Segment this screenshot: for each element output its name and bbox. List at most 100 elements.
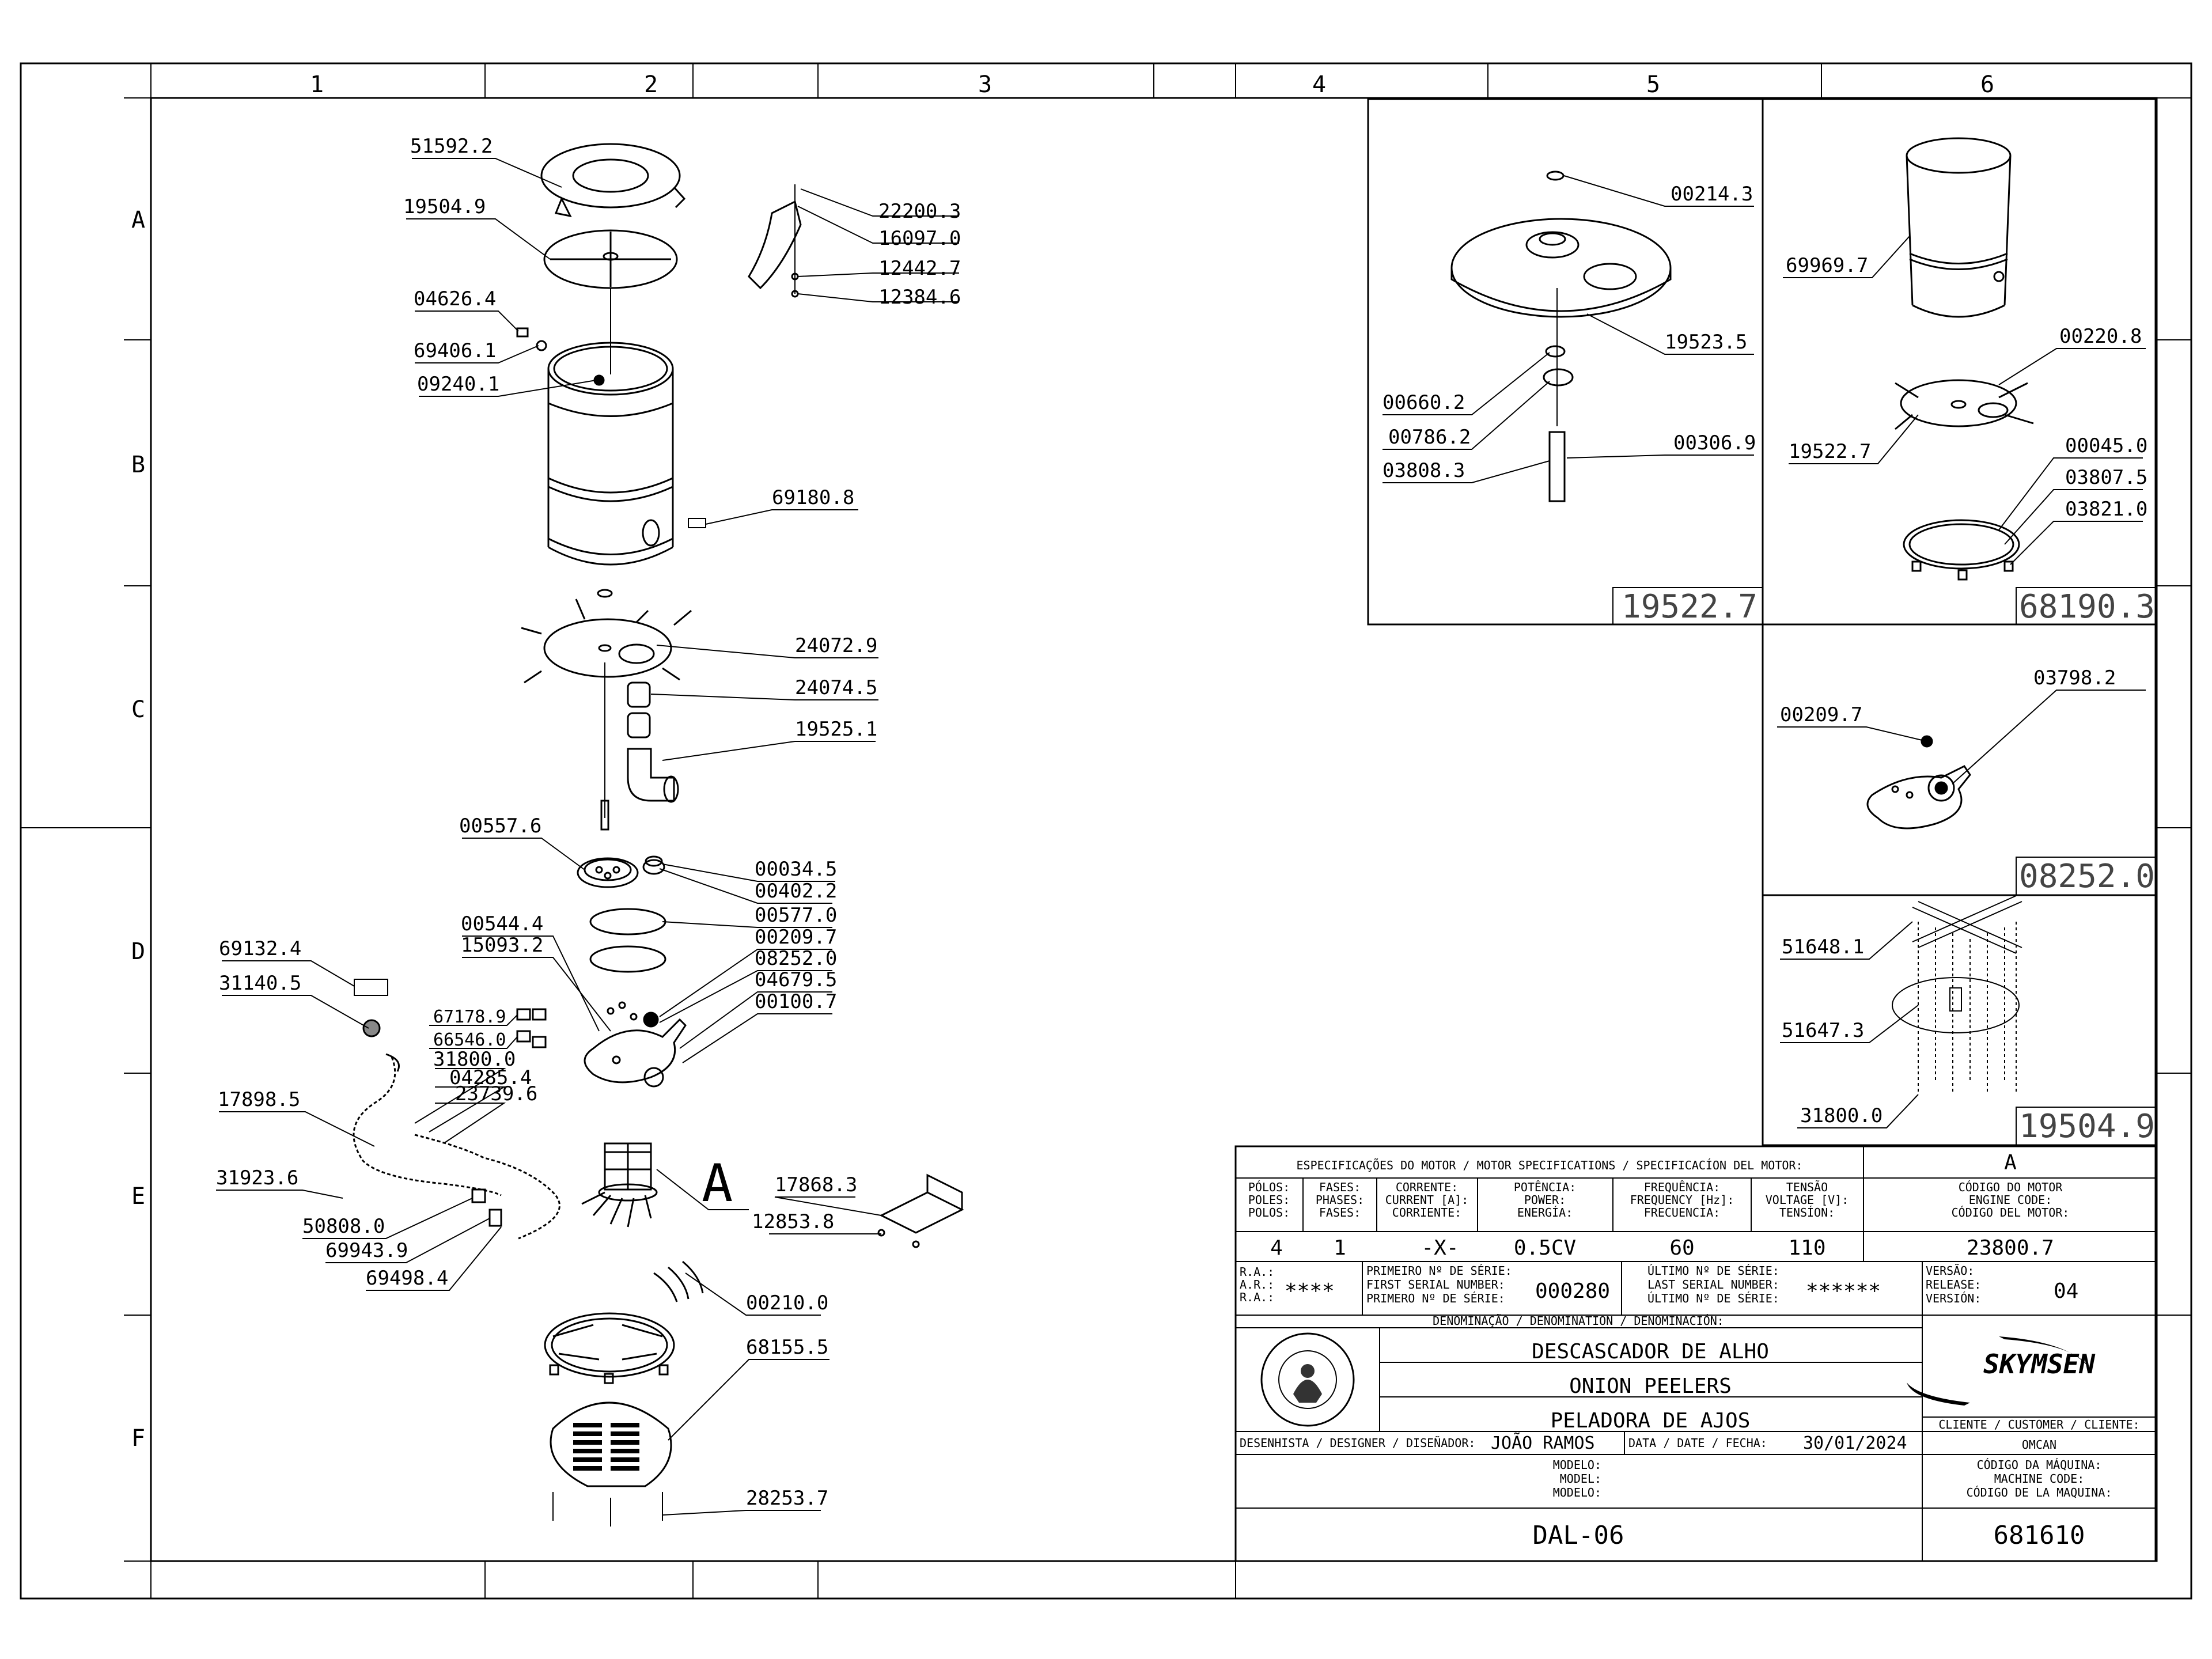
spec-label: CORRENTE: (1396, 1180, 1458, 1194)
machine-code-label: CÓDIGO DA MÁQUINA: (1977, 1458, 2102, 1472)
part-label: 23739.6 (455, 1082, 537, 1105)
part-label: 31140.5 (219, 972, 301, 995)
part-label: 00210.0 (746, 1291, 828, 1315)
spec-label: CORRIENTE: (1392, 1206, 1461, 1219)
part-label: 00306.9 (1673, 431, 1756, 454)
date-label: DATA / DATE / FECHA: (1628, 1436, 1767, 1450)
spec-value: 23800.7 (1967, 1236, 2054, 1260)
detail-08252: 08252.0 00209.7 03798.2 (1762, 623, 2157, 896)
outer-border (20, 62, 2192, 1600)
part-label: 51647.3 (1782, 1019, 1864, 1042)
part-label: 66546.0 (433, 1030, 506, 1050)
part-label: 31800.0 (433, 1048, 516, 1071)
spec-label: FRECUENCIA: (1644, 1206, 1720, 1219)
spec-label: POWER: (1524, 1193, 1566, 1207)
part-label: 03807.5 (2065, 466, 2147, 489)
ra-label: R.A.: (1240, 1290, 1274, 1304)
spec-label: POLES: (1248, 1193, 1290, 1207)
part-label: 12442.7 (878, 257, 961, 280)
col-label: 6 (1980, 71, 1994, 98)
spec-label: CÓDIGO DEL MOTOR: (1952, 1206, 2070, 1219)
detail-68190: 68190.3 69969.7 00220.8 (1762, 98, 2157, 626)
part-label: 04285.4 (449, 1066, 532, 1089)
spec-label: FASES: (1319, 1180, 1361, 1194)
exploded-view (353, 143, 964, 1527)
part-label: 24074.5 (795, 676, 877, 699)
brand-logo: SKYMSEN (1907, 1336, 2096, 1406)
model-label: MODELO: (1553, 1486, 1601, 1499)
part-label: 50808.0 (302, 1215, 385, 1238)
part-label: 51648.1 (1782, 935, 1864, 959)
last-serial-label: ÚLTIMO Nº DE SÉRIE: (1647, 1264, 1779, 1278)
col-label: 4 (1312, 71, 1326, 98)
version-label: VERSIÓN: (1926, 1291, 1981, 1305)
part-label: 08252.0 (755, 947, 837, 970)
first-serial-value: 000280 (1535, 1279, 1610, 1303)
inner-border (150, 97, 2158, 1562)
part-label: 24072.9 (795, 634, 877, 657)
part-label: 17898.5 (218, 1088, 300, 1111)
part-label: 31800.0 (1800, 1104, 1883, 1127)
client-label: CLIENTE / CUSTOMER / CLIENTE: (1938, 1418, 2139, 1431)
spec-label: CÓDIGO DO MOTOR (1959, 1180, 2063, 1194)
part-label: 00660.2 (1382, 391, 1465, 414)
ra-value: **** (1285, 1279, 1335, 1303)
col-label: 2 (644, 71, 658, 98)
spec-value: 1 (1334, 1236, 1346, 1260)
part-label: 19522.7 (1789, 440, 1871, 463)
date-value: 30/01/2024 (1803, 1433, 1907, 1453)
zone-labels: 1 2 3 4 5 6 A B C D E F (131, 71, 1994, 1452)
spec-label: FREQUENCY [Hz]: (1630, 1193, 1734, 1207)
row-label: C (131, 696, 145, 723)
row-label: E (131, 1183, 145, 1210)
spec-value: 4 (1270, 1236, 1283, 1260)
row-label: D (131, 938, 145, 965)
part-label: 00577.0 (755, 904, 837, 927)
part-label: 69406.1 (414, 339, 496, 362)
machine-code-value: 681610 (1994, 1521, 2085, 1550)
detail-ref: 19504.9 (2019, 1108, 2155, 1145)
ra-label: A.R.: (1240, 1278, 1274, 1291)
detail-19522: 19522.7 00214.3 19523.5 00660.2 00786.2 (1367, 98, 1764, 626)
authorized-service-seal (1260, 1332, 1355, 1427)
designer-label: DESENHISTA / DESIGNER / DISEÑADOR: (1240, 1436, 1475, 1450)
model-value: DAL-06 (1533, 1521, 1624, 1550)
part-label: 31923.6 (216, 1166, 298, 1190)
part-label: 19504.9 (403, 195, 486, 218)
spec-label: FASES: (1319, 1206, 1361, 1219)
part-label: 12853.8 (752, 1210, 834, 1233)
spec-value: -X- (1421, 1236, 1459, 1260)
client-value: OMCAN (2022, 1438, 2056, 1452)
main-leaders (216, 158, 959, 1516)
machine-code-label: MACHINE CODE: (1994, 1472, 2085, 1486)
version-value: 04 (2054, 1279, 2078, 1303)
spec-label: FREQUÊNCIA: (1644, 1180, 1720, 1194)
part-label: 19525.1 (795, 718, 877, 741)
part-label: 67178.9 (433, 1007, 506, 1027)
detail-ref: 19522.7 (1622, 588, 1758, 626)
part-label: 00544.4 (461, 912, 543, 935)
spec-label: ENGINE CODE: (1969, 1193, 2052, 1207)
spec-label: POLOS: (1248, 1206, 1290, 1219)
spec-label: VOLTAGE [V]: (1766, 1193, 1849, 1207)
part-label: 04626.4 (414, 287, 496, 310)
spec-value: 110 (1788, 1236, 1825, 1260)
part-label: 03821.0 (2065, 498, 2147, 521)
part-label: 00557.6 (459, 815, 541, 838)
part-label: 00402.2 (755, 880, 837, 903)
model-label: MODELO: (1553, 1458, 1601, 1472)
part-label: 69943.9 (325, 1239, 408, 1262)
col-label: 5 (1646, 71, 1660, 98)
spec-label: PHASES: (1316, 1193, 1364, 1207)
ra-label: R.A.: (1240, 1265, 1274, 1279)
name-en: ONION PEELERS (1569, 1374, 1732, 1398)
part-label: 04679.5 (755, 968, 837, 991)
brand-name: SKYMSEN (1983, 1349, 2096, 1380)
name-pt: DESCASCADOR DE ALHO (1532, 1340, 1769, 1363)
detail-19504: 19504.9 51648.1 51647.3 31800.0 (1762, 894, 2157, 1146)
part-label: 51592.2 (410, 135, 493, 158)
detail-ref: 68190.3 (2019, 588, 2155, 626)
version-label: VERSÃO: (1926, 1264, 1974, 1278)
part-label: 03798.2 (2033, 666, 2116, 690)
